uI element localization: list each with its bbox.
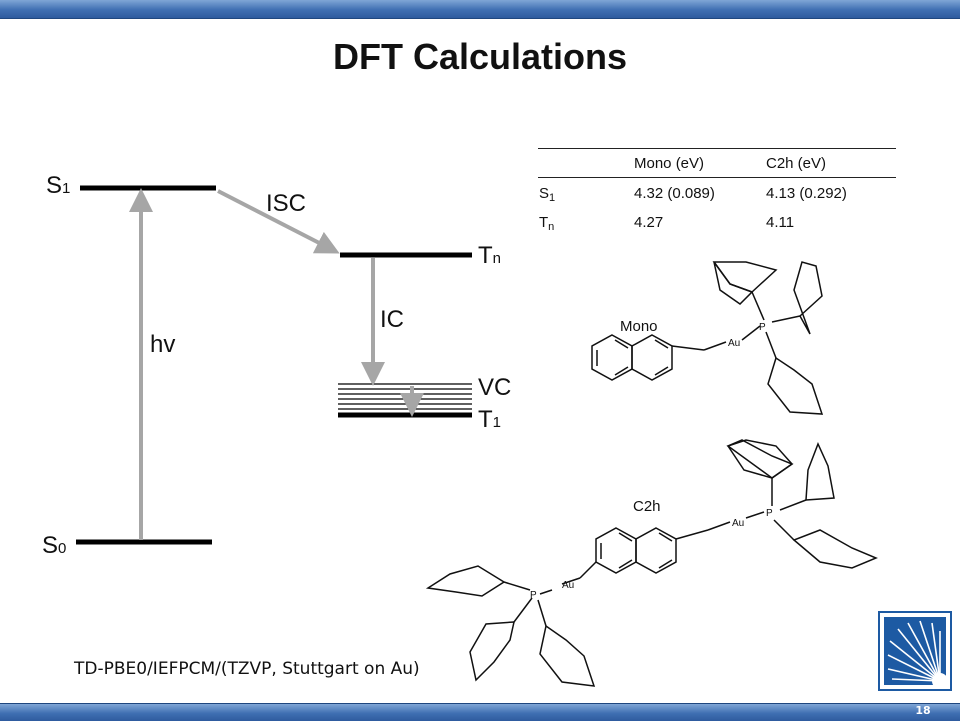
c2h-p-atom-left: P [530, 590, 537, 601]
s0-label: S0 [42, 532, 67, 559]
mono-p-atom: P [759, 322, 766, 333]
table-header-c2h: C2h (eV) [766, 155, 827, 172]
table-cell: 4.11 [766, 214, 795, 231]
c2h-naphthalene [539, 511, 765, 595]
table-top-rule [538, 148, 896, 149]
table-cell: 4.32 (0.089) [634, 185, 715, 202]
isc-label: ISC [266, 190, 307, 217]
s1-label: S1 [46, 172, 71, 199]
mono-naphthalene [591, 325, 761, 381]
table-header-mono: Mono (eV) [634, 155, 705, 172]
slide-title: DFT Calculations [332, 36, 628, 77]
c2h-molecule-label: C2h [633, 498, 661, 515]
method-footnote: TD-PBE0/IEFPCM/(TZVP, Stuttgart on Au) [74, 659, 420, 679]
starburst-logo [878, 611, 952, 691]
table-cell: 4.13 (0.292) [766, 185, 847, 202]
isc-arrow [217, 189, 340, 254]
c2h-right-cyclohexyls [726, 439, 878, 569]
hv-label: hv [150, 331, 176, 358]
tn-label: Tn [478, 242, 502, 269]
c2h-left-cyclohexyls [425, 565, 596, 687]
top-banner [0, 0, 960, 19]
page-number: 18 [915, 704, 931, 717]
table-cell: 4.27 [634, 214, 664, 231]
table-row-state: S1 [539, 185, 556, 204]
mono-molecule-label: Mono [620, 318, 658, 335]
t1-label: T1 [478, 406, 502, 433]
c2h-au-atom-right: Au [732, 518, 744, 529]
c2h-au-atom-left: Au [562, 580, 574, 591]
mono-cyclohexyls [712, 261, 824, 415]
vc-label: VC [478, 374, 512, 401]
mono-au-atom: Au [728, 338, 740, 349]
ic-label: IC [380, 306, 404, 333]
table-row-state: Tn [539, 214, 555, 233]
table-header-rule [538, 177, 896, 178]
c2h-p-atom-right: P [766, 508, 773, 519]
bottom-banner [0, 703, 960, 721]
